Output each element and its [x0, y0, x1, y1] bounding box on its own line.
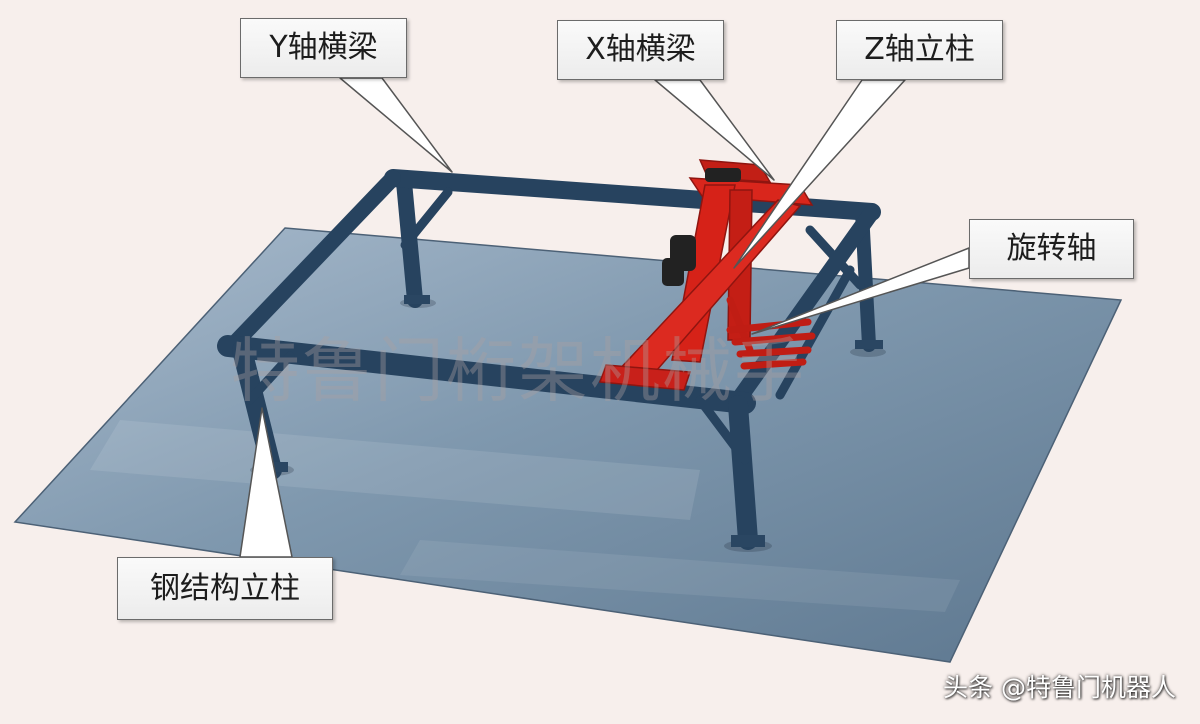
- pointer-x-beam: [654, 79, 775, 181]
- rotation-axis-label: 旋转轴: [969, 219, 1134, 279]
- brace: [805, 225, 865, 290]
- pointer-y-beam: [339, 77, 453, 173]
- watermark-text: 特鲁门桁架机械手: [230, 330, 806, 412]
- left-side-rail: [224, 170, 401, 354]
- z-axis-column-label: Z轴立柱: [836, 20, 1003, 80]
- servo-motor: [662, 168, 741, 286]
- front-right-leg: [728, 395, 758, 550]
- gripper: [726, 296, 816, 370]
- source-credit: 头条 @特鲁门机器人: [943, 673, 1176, 702]
- callout-pointers: [239, 77, 970, 558]
- steel-column-label: 钢结构立柱: [117, 557, 333, 620]
- arm-base: [598, 364, 692, 391]
- front-beam: [217, 335, 756, 414]
- pointer-z-column: [733, 79, 906, 269]
- brace: [695, 395, 750, 465]
- right-side-rail: [730, 204, 880, 408]
- y-axis-beam-label: Y轴横梁: [240, 18, 407, 78]
- brace: [245, 351, 295, 405]
- x-axis-beam-label: X轴横梁: [557, 20, 724, 80]
- floor-reflection: [90, 420, 700, 520]
- brace: [775, 265, 855, 400]
- brace: [400, 187, 453, 250]
- floor-reflection: [400, 540, 960, 612]
